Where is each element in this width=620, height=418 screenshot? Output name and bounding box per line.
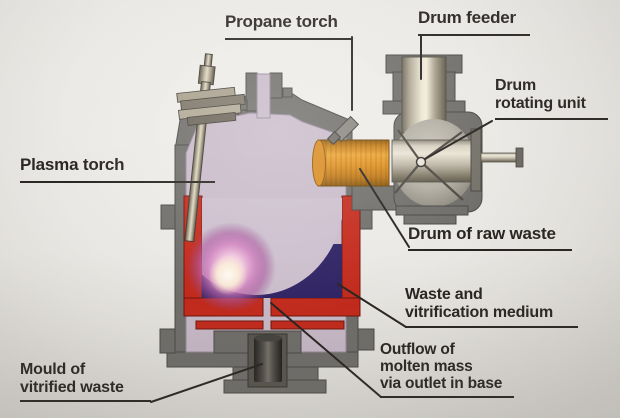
label-text: rotating unit — [495, 94, 586, 112]
rotating-unit-shaft — [480, 152, 517, 163]
label-drum-of-raw-waste: Drum of raw waste — [408, 224, 572, 251]
label-text: molten mass — [380, 358, 473, 375]
label-drum-rotating-unit: Drum rotating unit — [495, 77, 608, 120]
torch-mount-flange — [176, 86, 246, 126]
rotating-unit-pivot — [415, 156, 427, 168]
label-propane-torch: Propane torch — [225, 12, 352, 40]
label-text: Mould of — [20, 361, 86, 378]
label-outflow: Outflow of molten mass via outlet in bas… — [380, 341, 514, 398]
label-text: Plasma torch — [20, 155, 125, 174]
label-text: via outlet in base — [380, 375, 503, 392]
label-text: Propane torch — [225, 12, 338, 31]
propane-torch-nozzle — [326, 115, 360, 146]
mould-of-vitrified-waste — [247, 333, 288, 388]
label-plasma-torch: Plasma torch — [20, 155, 215, 183]
label-text: Drum feeder — [418, 8, 516, 27]
label-text: Drum of raw waste — [408, 224, 556, 243]
raw-waste-drum — [312, 139, 390, 187]
crucible-tray — [195, 320, 264, 330]
pointer-lines — [150, 34, 493, 403]
label-text: Drum — [495, 77, 536, 94]
label-text: vitrified waste — [20, 378, 124, 396]
rotating-unit-spokes — [394, 129, 464, 201]
label-drum-feeder: Drum feeder — [418, 8, 530, 36]
label-waste-vitrification-medium: Waste and vitrification medium — [405, 286, 578, 328]
label-text: Waste and — [405, 286, 483, 303]
drum-holder-cylinder — [391, 139, 473, 183]
label-text: vitrification medium — [405, 303, 554, 321]
drum-feeder-assembly — [351, 54, 524, 225]
plasma-arc-glow — [186, 222, 276, 312]
label-text: Outflow of — [380, 341, 455, 358]
label-mould-of-vitrified-waste: Mould of vitrified waste — [20, 361, 151, 402]
vessel-neck — [245, 72, 258, 112]
